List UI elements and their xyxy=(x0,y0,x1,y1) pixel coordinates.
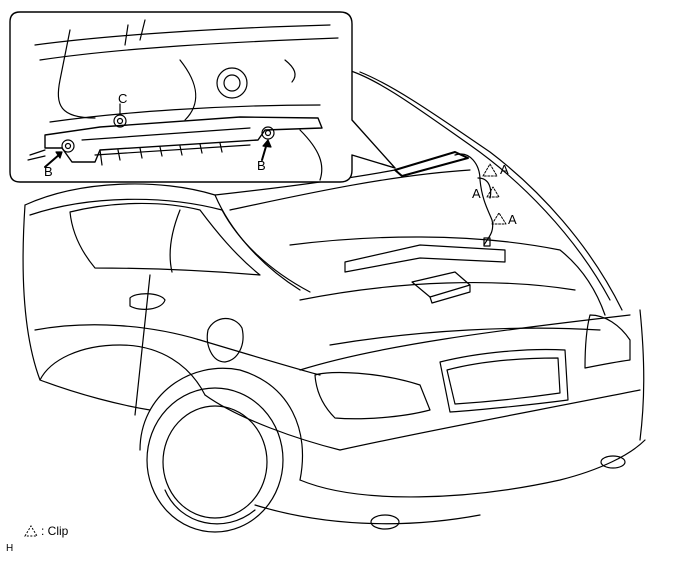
car-body xyxy=(22,69,646,533)
callout-a-low: A xyxy=(508,212,517,227)
clip-triangle-icon xyxy=(491,212,507,225)
detail-inset xyxy=(9,11,396,183)
clip-triangle-icon xyxy=(24,525,38,537)
clip-triangle-icon xyxy=(486,186,500,198)
stop-lamp-wiring xyxy=(394,151,494,247)
callout-b-right: B xyxy=(257,158,266,173)
legend-text: : Clip xyxy=(41,524,69,538)
clip-markers xyxy=(482,163,507,225)
legend: : Clip xyxy=(24,524,68,538)
figure-code: H xyxy=(6,543,14,554)
callout-c: C xyxy=(118,91,128,106)
callout-b-left: B xyxy=(44,164,53,179)
callout-a-mid: A xyxy=(472,186,481,201)
clip-triangle-icon xyxy=(482,163,498,177)
callout-a-top: A xyxy=(500,162,509,177)
